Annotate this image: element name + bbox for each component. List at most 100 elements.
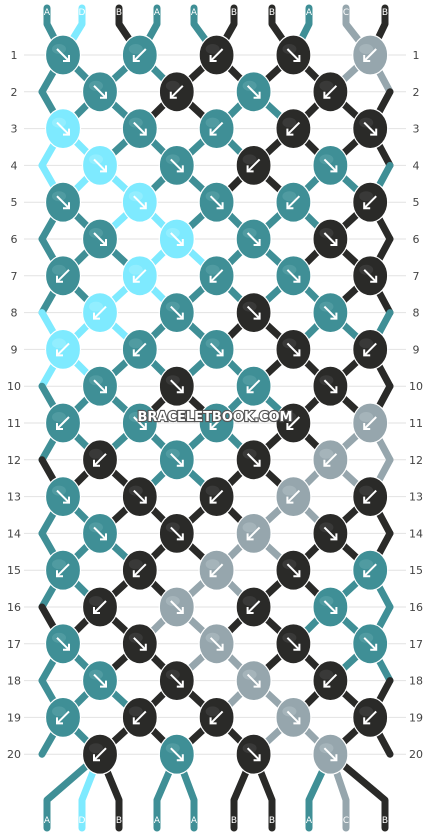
knot <box>81 365 119 407</box>
knot-arrow <box>323 158 338 173</box>
knot <box>235 144 272 186</box>
knot-arrow <box>209 563 224 577</box>
knot-arrowhead <box>246 165 254 173</box>
knot-arrowhead <box>132 349 140 357</box>
knot-arrow <box>56 269 70 283</box>
knot-arrowhead <box>139 202 147 210</box>
knot-highlight <box>359 632 374 643</box>
knot-highlight <box>205 706 220 717</box>
knot-highlight <box>282 632 297 643</box>
knot <box>121 696 158 739</box>
knot <box>198 696 235 739</box>
knot-arrowhead <box>132 275 140 283</box>
row-number-right: 8 <box>413 307 420 320</box>
knot-arrowhead <box>363 570 371 578</box>
knot-highlight <box>165 669 180 680</box>
knot-highlight <box>128 44 143 54</box>
knot-arrowhead <box>56 349 63 357</box>
knot-arrow <box>323 305 338 320</box>
knot-arrowhead <box>56 570 63 578</box>
knot-highlight <box>282 338 297 349</box>
knot-highlight <box>359 706 374 717</box>
knot <box>198 328 235 370</box>
knot-highlight <box>89 743 103 754</box>
knot-arrow <box>286 195 301 209</box>
knot-arrowhead <box>63 643 70 651</box>
knot-arrow <box>286 48 301 62</box>
knot <box>81 586 119 628</box>
knot-highlight <box>52 264 66 275</box>
knot-highlight <box>52 412 66 422</box>
knot-arrowhead <box>286 423 294 430</box>
knot <box>275 181 312 223</box>
knot-arrow <box>363 121 377 136</box>
knot-arrow <box>93 379 107 393</box>
knot <box>275 108 312 150</box>
knot-arrow <box>170 747 184 761</box>
knot-arrow <box>133 489 147 504</box>
knot-arrow <box>323 379 338 393</box>
row-number-right: 15 <box>409 564 423 577</box>
knot-arrowhead <box>176 459 184 467</box>
knot-arrowhead <box>370 128 378 136</box>
top-thread-letter: A <box>191 8 198 18</box>
row-number-left: 19 <box>7 711 21 724</box>
knot-arrow <box>56 342 70 357</box>
knot-arrow <box>93 85 107 99</box>
knot-highlight <box>52 191 66 202</box>
row-number-left: 7 <box>11 270 18 283</box>
knot-highlight <box>242 80 257 91</box>
knot-highlight <box>319 80 334 91</box>
knot-arrow <box>246 305 261 320</box>
knot-arrow <box>246 747 261 761</box>
knot-arrowhead <box>293 643 301 651</box>
knot-arrowhead <box>132 570 140 578</box>
knot <box>81 292 119 334</box>
row-number-right: 16 <box>409 601 423 614</box>
knot <box>121 623 158 665</box>
knot-arrowhead <box>56 423 63 430</box>
knot <box>235 292 272 334</box>
knot-highlight <box>205 191 220 202</box>
knot-arrowhead <box>216 643 224 651</box>
knot <box>352 623 389 665</box>
knot <box>44 328 82 370</box>
knot-arrow <box>286 416 301 430</box>
knot <box>352 328 389 370</box>
knot <box>312 659 349 702</box>
knot <box>121 255 158 297</box>
knot-highlight <box>359 264 374 275</box>
knot-highlight <box>205 117 220 128</box>
knot-highlight <box>282 44 297 54</box>
knot-arrowhead <box>286 128 294 136</box>
knot <box>198 402 235 444</box>
knot-arrowhead <box>132 717 140 725</box>
knot-arrowhead <box>246 386 254 394</box>
knot-highlight <box>128 706 143 717</box>
knot-arrowhead <box>100 91 107 99</box>
knot-arrow <box>93 600 107 614</box>
row-number-left: 12 <box>7 454 21 467</box>
knot-arrowhead <box>330 607 338 614</box>
knot-highlight <box>165 596 180 606</box>
knot-arrowhead <box>209 423 217 430</box>
knot-highlight <box>319 669 334 680</box>
knot-arrow <box>323 747 338 761</box>
knot-highlight <box>205 632 220 643</box>
knot-highlight <box>242 228 257 238</box>
knot-arrow <box>209 195 224 209</box>
knot-highlight <box>89 375 103 386</box>
knot-arrow <box>363 563 377 577</box>
knot <box>198 255 235 297</box>
knot-arrow <box>56 121 70 136</box>
knot-arrowhead <box>176 754 184 762</box>
knot-highlight <box>242 154 257 165</box>
knot-arrowhead <box>209 496 217 504</box>
row-number-left: 20 <box>7 748 21 761</box>
knot-arrowhead <box>293 275 301 283</box>
knot-highlight <box>89 448 103 459</box>
knot-highlight <box>89 669 103 680</box>
knot <box>44 108 82 150</box>
knot-highlight <box>359 44 374 54</box>
knot <box>81 659 119 702</box>
